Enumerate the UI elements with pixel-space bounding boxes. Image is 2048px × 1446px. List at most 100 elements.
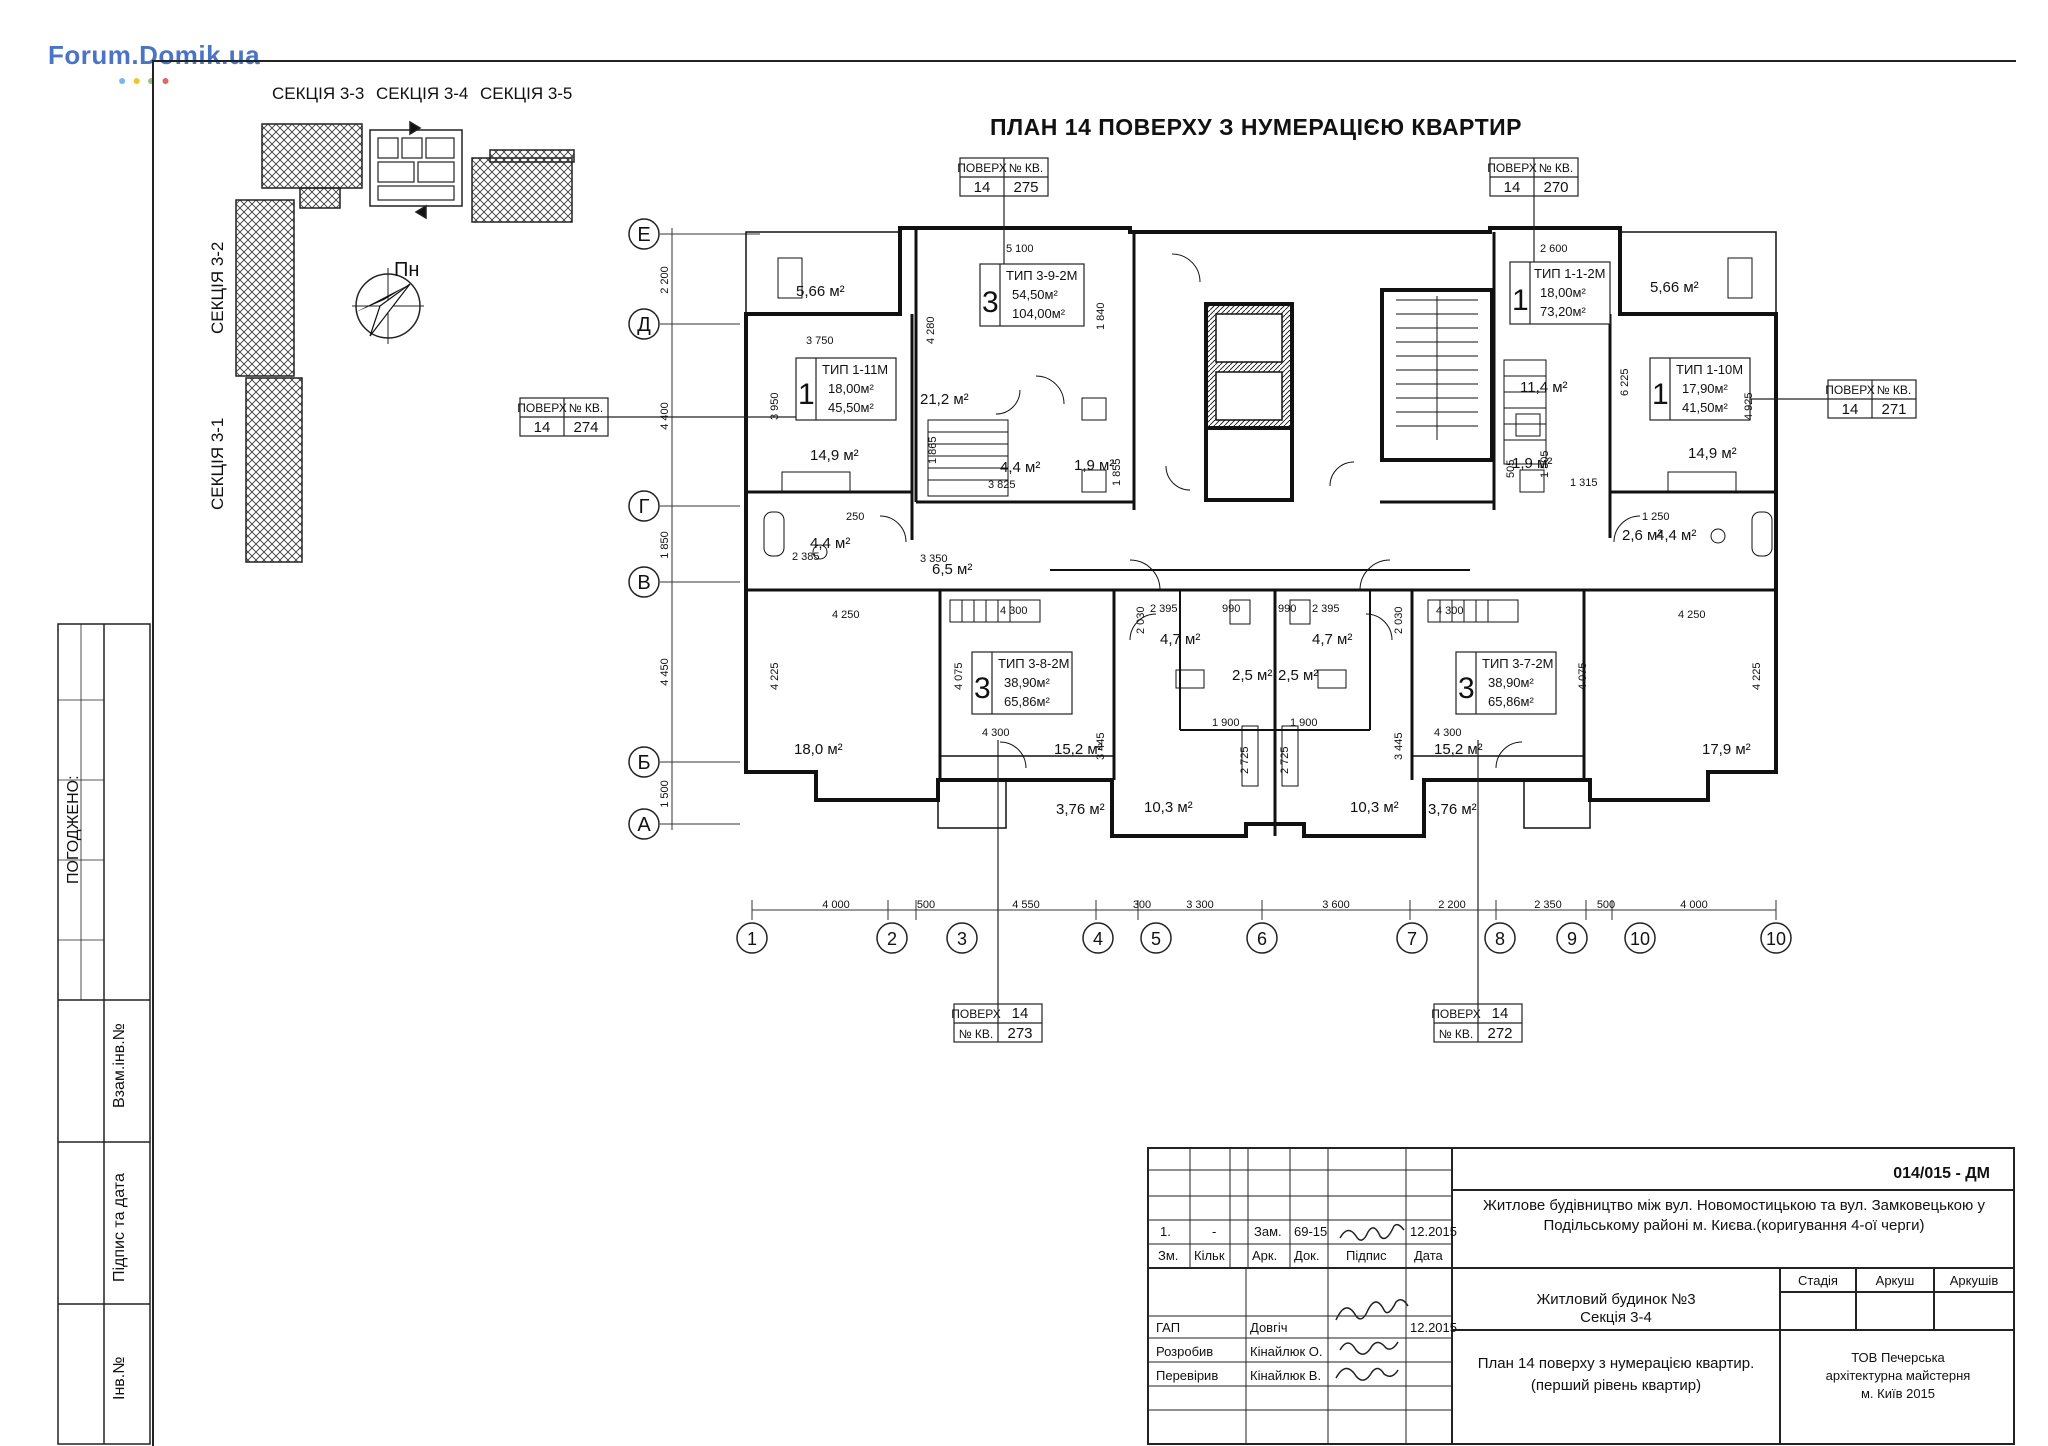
axis-row-G: Г: [639, 496, 650, 518]
svg-text:-: -: [1212, 1224, 1216, 1239]
svg-text:15,2 м²: 15,2 м²: [1054, 741, 1103, 758]
axis-col-10b: 10: [1766, 929, 1786, 949]
axis-col-1: 1: [747, 929, 757, 949]
sheet-subtitle: (перший рівень квартир): [1531, 1377, 1701, 1394]
svg-text:5,66 м²: 5,66 м²: [1650, 279, 1699, 296]
column-axis-bubbles: [736, 922, 1792, 954]
apt-274-rooms: 1: [798, 378, 815, 411]
svg-text:2 200: 2 200: [659, 266, 671, 294]
svg-text:1,9 м²: 1,9 м²: [1074, 457, 1114, 474]
svg-text:1 865: 1 865: [927, 436, 939, 464]
svg-text:17,9 м²: 17,9 м²: [1702, 741, 1751, 758]
svg-text:ПОВЕРХ: ПОВЕРХ: [1825, 383, 1874, 397]
axis-col-3: 3: [957, 929, 967, 949]
svg-text:73,20м²: 73,20м²: [1540, 304, 1586, 319]
axis-col-6: 6: [1257, 929, 1267, 949]
svg-text:1 840: 1 840: [1095, 302, 1107, 330]
svg-text:4 450: 4 450: [659, 658, 671, 686]
svg-text:3 445: 3 445: [1095, 732, 1107, 760]
north-compass-icon: Пн: [352, 259, 424, 344]
svg-text:4,7 м²: 4,7 м²: [1160, 631, 1200, 648]
svg-text:4 075: 4 075: [953, 662, 965, 690]
apt-273-type: ТИП 3-8-2М: [998, 656, 1069, 671]
svg-text:3 445: 3 445: [1393, 732, 1405, 760]
north-label: Пн: [394, 259, 419, 281]
svg-text:1,9 м²: 1,9 м²: [1512, 455, 1552, 472]
svg-text:1 900: 1 900: [1290, 717, 1318, 729]
svg-text:11,4 м²: 11,4 м²: [1520, 379, 1568, 396]
row-axis-bubbles: [628, 218, 660, 840]
tag-floor-272: 14: [1492, 1005, 1509, 1022]
svg-text:505: 505: [1505, 460, 1517, 478]
svg-text:1 250: 1 250: [1642, 511, 1670, 523]
tag-floor-275: 14: [974, 179, 991, 196]
inv-label: Інв.№: [111, 1357, 128, 1400]
svg-text:3 300: 3 300: [1186, 899, 1214, 911]
svg-text:18,00м²: 18,00м²: [828, 381, 874, 396]
svg-text:3 750: 3 750: [806, 335, 834, 347]
svg-text:Аркуш: Аркуш: [1876, 1273, 1915, 1288]
svg-text:250: 250: [846, 511, 864, 523]
svg-text:2 030: 2 030: [1135, 606, 1147, 634]
tag-floor-271: 14: [1842, 401, 1859, 418]
svg-text:5,66 м²: 5,66 м²: [796, 283, 845, 300]
drawing-title: ПЛАН 14 ПОВЕРХУ З НУМЕРАЦІЄЮ КВАРТИР: [990, 114, 1523, 140]
svg-text:№ КВ.: № КВ.: [1539, 161, 1574, 175]
svg-text:№ КВ.: № КВ.: [1877, 383, 1912, 397]
sign-date-label: Підпис та дата: [111, 1173, 128, 1282]
axis-col-7: 7: [1407, 929, 1417, 949]
svg-text:6,5 м²: 6,5 м²: [932, 561, 972, 578]
svg-text:4 300: 4 300: [1000, 605, 1028, 617]
svg-text:Зам.: Зам.: [1254, 1224, 1282, 1239]
sheet-title: План 14 поверху з нумерацією квартир.: [1478, 1355, 1755, 1372]
svg-text:Дата: Дата: [1414, 1248, 1444, 1263]
building-walls: [744, 226, 1778, 838]
svg-text:4 225: 4 225: [769, 662, 781, 690]
svg-text:45,50м²: 45,50м²: [828, 400, 874, 415]
svg-text:4 000: 4 000: [1680, 899, 1708, 911]
name-developer: Кінайлюк О.: [1250, 1344, 1323, 1359]
svg-text:4 000: 4 000: [822, 899, 850, 911]
svg-text:1 315: 1 315: [1570, 477, 1598, 489]
svg-text:14,9 м²: 14,9 м²: [1688, 445, 1737, 462]
axis-row-B: Б: [637, 752, 650, 774]
axis-col-8: 8: [1495, 929, 1505, 949]
column-dimensions: 4 000 500 4 550 300 3 300 3 600 2 200 2 …: [822, 899, 1708, 911]
svg-text:ПОВЕРХ: ПОВЕРХ: [1487, 161, 1536, 175]
tag-floor-273: 14: [1012, 1005, 1029, 1022]
axis-col-10a: 10: [1630, 929, 1650, 949]
svg-text:10,3 м²: 10,3 м²: [1144, 799, 1193, 816]
svg-text:14,9 м²: 14,9 м²: [810, 447, 859, 464]
watermark-dots: ●●●●: [118, 72, 176, 88]
svg-text:4,4 м²: 4,4 м²: [810, 535, 850, 552]
svg-text:4,7 м²: 4,7 м²: [1312, 631, 1352, 648]
axis-row-E: Е: [637, 224, 650, 246]
svg-text:2 395: 2 395: [1150, 603, 1178, 615]
svg-text:38,90м²: 38,90м²: [1004, 675, 1050, 690]
svg-text:12.2015: 12.2015: [1410, 1320, 1457, 1335]
company-line-1: ТОВ Печерська: [1851, 1350, 1945, 1365]
agreed-label: ПОГОДЖЕНО:: [65, 775, 82, 884]
apt-270-rooms: 1: [1512, 284, 1529, 317]
svg-text:2,5 м²: 2,5 м²: [1232, 667, 1272, 684]
svg-text:5 100: 5 100: [1006, 243, 1034, 255]
svg-text:Арк.: Арк.: [1252, 1248, 1277, 1263]
svg-text:17,90м²: 17,90м²: [1682, 381, 1728, 396]
apt-275-rooms: 3: [982, 286, 999, 319]
svg-text:2 725: 2 725: [1279, 746, 1291, 774]
apt-272-type: ТИП 3-7-2М: [1482, 656, 1553, 671]
svg-text:2 395: 2 395: [1312, 603, 1340, 615]
svg-text:4 075: 4 075: [1577, 662, 1589, 690]
name-checker: Кінайлюк В.: [1250, 1368, 1321, 1383]
svg-text:2,5 м²: 2,5 м²: [1278, 667, 1318, 684]
replace-inv-label: Взам.інв.№: [111, 1023, 128, 1108]
apt-273-rooms: 3: [974, 672, 991, 705]
svg-text:10,3 м²: 10,3 м²: [1350, 799, 1399, 816]
apt-270-type: ТИП 1-1-2М: [1534, 266, 1605, 281]
svg-text:41,50м²: 41,50м²: [1682, 400, 1728, 415]
apartment-tags: [519, 157, 1917, 1043]
company-line-3: м. Київ 2015: [1861, 1386, 1935, 1401]
svg-text:4 250: 4 250: [1678, 609, 1706, 621]
svg-text:4 250: 4 250: [832, 609, 860, 621]
svg-text:500: 500: [917, 899, 935, 911]
